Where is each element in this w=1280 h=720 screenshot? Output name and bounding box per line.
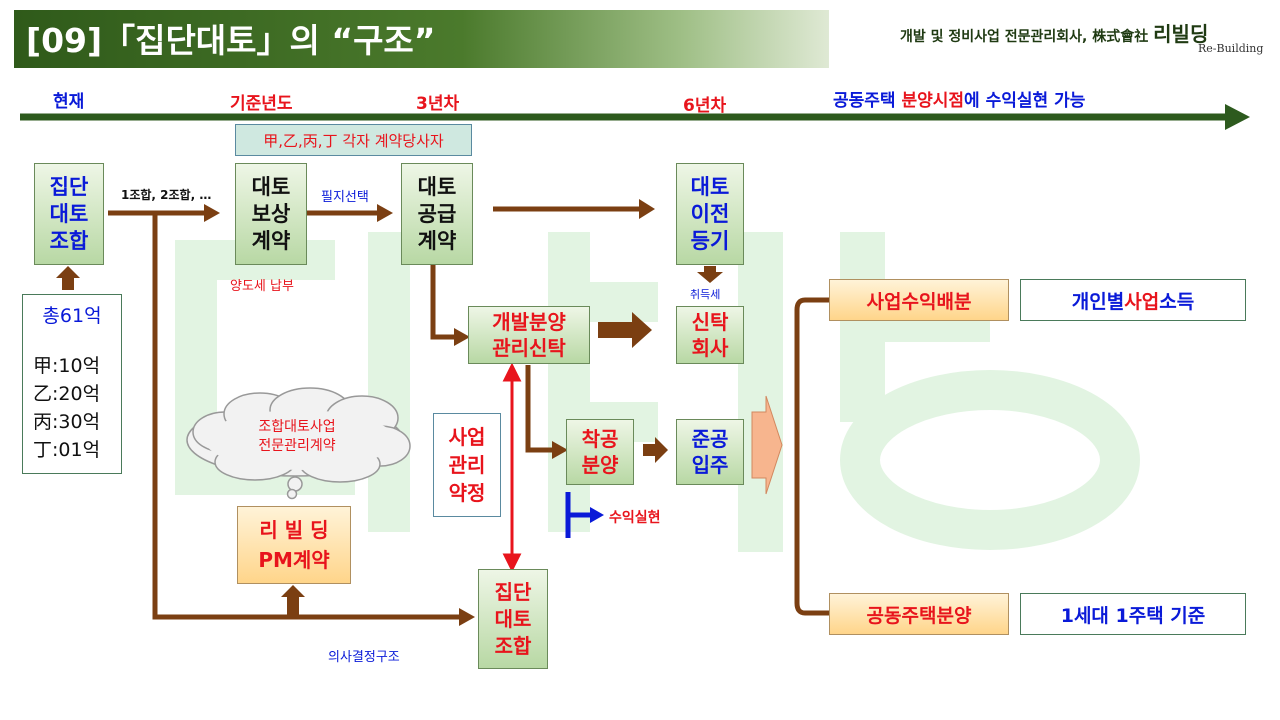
- timeline-goal: 공동주택 분양시점에 수익실현 가능: [833, 91, 1086, 111]
- trust-management-box: 개발분양 관리신탁: [468, 306, 590, 364]
- header-banner: [14, 10, 829, 68]
- transfer-tax-label: 양도세 납부: [230, 279, 294, 294]
- one-house-box: 1세대 1주택 기준: [1020, 593, 1246, 635]
- share-item: 丁:01억: [33, 439, 101, 461]
- business-agreement-box: 사업 관리 약정: [433, 413, 501, 517]
- apartment-sale-box: 공동주택분양: [829, 593, 1009, 635]
- transfer-registration-box: 대토 이전 등기: [676, 163, 744, 265]
- timeline-year6: 6년차: [683, 96, 727, 116]
- decision-structure-label: 의사결정구조: [328, 650, 400, 665]
- cloud-label: 조합대토사업 전문관리계약: [258, 419, 336, 454]
- parcel-select-label: 필지선택: [321, 190, 369, 205]
- compensation-contract-box: 대토 보상 계약: [235, 163, 307, 265]
- timeline-year3: 3년차: [416, 94, 460, 114]
- brand-name: 리빌딩: [1153, 22, 1209, 46]
- contract-parties-box: 甲,乙,丙,丁 각자 계약당사자: [235, 124, 472, 156]
- supply-contract-box: 대토 공급 계약: [401, 163, 473, 265]
- construction-sale-box: 착공 분양: [566, 419, 634, 485]
- union-box: 집단 대토 조합: [34, 163, 104, 265]
- union-bottom-box: 집단 대토 조합: [478, 569, 548, 669]
- timeline-now: 현재: [53, 92, 85, 112]
- investment-box: 총61억 甲:10억 乙:20억 丙:30억 丁:01억: [22, 294, 122, 474]
- share-item: 甲:10억: [33, 355, 101, 377]
- trust-company-box: 신탁 회사: [676, 306, 744, 364]
- share-list: 甲:10억 乙:20억 丙:30억 丁:01억: [23, 352, 121, 464]
- profit-distribution-box: 사업수익배분: [829, 279, 1009, 321]
- investment-total: 총61억: [42, 305, 102, 327]
- rebuilding-pm-box: 리 빌 딩 PM계약: [237, 506, 351, 584]
- company-label: 개발 및 정비사업 전문관리회사, 株式會社 리빌딩: [900, 22, 1209, 46]
- timeline-base-year: 기준년도: [230, 94, 293, 114]
- profit-realize-label: 수익실현: [609, 510, 661, 526]
- share-item: 乙:20억: [33, 383, 101, 405]
- page-title: [09]「집단대토」의 “구조”: [26, 21, 436, 60]
- acquisition-tax-label: 취득세: [690, 288, 721, 301]
- completion-box: 준공 입주: [676, 419, 744, 485]
- unions-label: 1조합, 2조합, …: [121, 188, 212, 202]
- brand-en: Re-Building: [1198, 42, 1264, 55]
- share-item: 丙:30억: [33, 411, 101, 433]
